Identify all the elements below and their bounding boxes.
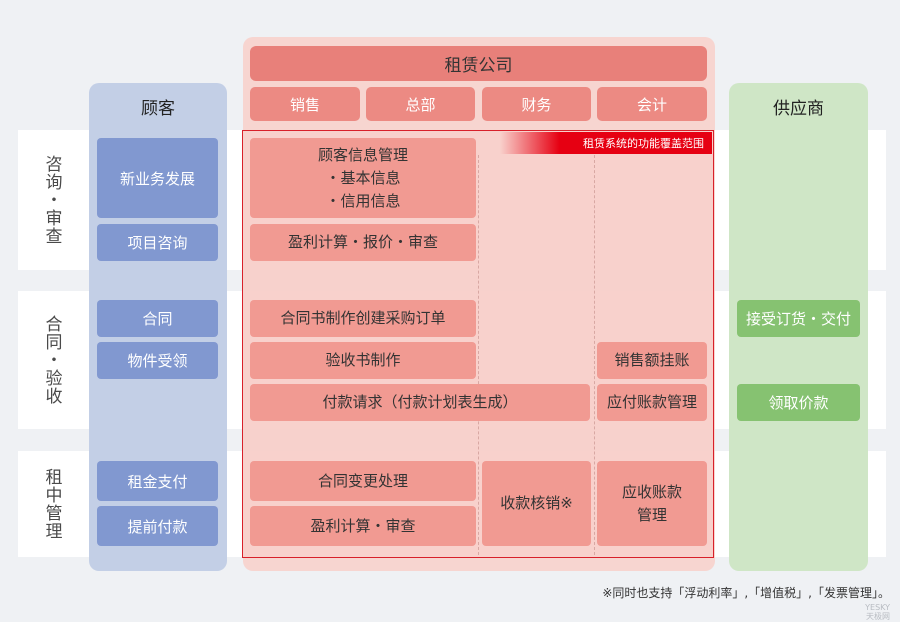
watermark-line-2: 天极网: [866, 612, 890, 621]
contract-change: 合同变更处理: [250, 461, 476, 501]
acceptance-document: 验收书制作: [250, 342, 476, 379]
phase-label-term: 租中管理: [41, 468, 62, 540]
receipt-writeoff: 收款核销※: [482, 461, 591, 546]
customer-prepayment: 提前付款: [97, 506, 218, 546]
customer-contract: 合同: [97, 300, 218, 337]
payables-management: 应付账款管理: [597, 384, 707, 421]
dept-finance: 财务: [482, 87, 591, 121]
system-scope-label: 租赁系统的功能覆盖范围: [500, 132, 712, 154]
customer-receive-goods: 物件受领: [97, 342, 218, 379]
receivables-line-2: 管理: [636, 505, 667, 524]
contract-po-creation: 合同书制作创建采购订单: [250, 300, 476, 337]
phase-label-contract: 合同・验收: [41, 315, 62, 405]
customer-info-management: 顾客信息管理 ・基本信息 ・信用信息: [250, 138, 476, 218]
watermark-line-1: YESKY: [865, 603, 890, 612]
column-divider: [478, 155, 479, 555]
profit-calc-review: 盈利计算・审查: [250, 506, 476, 546]
supplier-receive-payment: 领取价款: [737, 384, 860, 421]
dept-accounting: 会计: [597, 87, 707, 121]
customer-info-basic: ・基本信息: [325, 168, 401, 187]
customer-info-title: 顾客信息管理: [317, 145, 408, 164]
customer-project-consult: 项目咨询: [97, 224, 218, 261]
watermark: YESKY 天极网: [840, 603, 890, 621]
customer-header: 顾客: [141, 98, 175, 119]
customer-rent-payment: 租金支付: [97, 461, 218, 501]
lease-company-header: 租赁公司: [250, 46, 707, 81]
column-divider: [594, 155, 595, 555]
receivables-management: 应收账款 管理: [597, 461, 707, 546]
footnote: ※同时也支持「浮动利率」,「增值税」,「发票管理」。: [602, 586, 890, 600]
receivables-line-1: 应收账款: [621, 482, 682, 501]
phase-label-consult: 咨询・审查: [41, 155, 62, 245]
profit-calc-quote-review: 盈利计算・报价・审查: [250, 224, 476, 261]
customer-info-credit: ・信用信息: [325, 191, 401, 210]
sales-ledger: 销售额挂账: [597, 342, 707, 379]
dept-sales: 销售: [250, 87, 360, 121]
supplier-order-delivery: 接受订货・交付: [737, 300, 860, 337]
supplier-header: 供应商: [773, 98, 824, 119]
payment-request: 付款请求（付款计划表生成）: [250, 384, 590, 421]
dept-headquarters: 总部: [366, 87, 475, 121]
customer-new-business: 新业务发展: [97, 138, 218, 218]
